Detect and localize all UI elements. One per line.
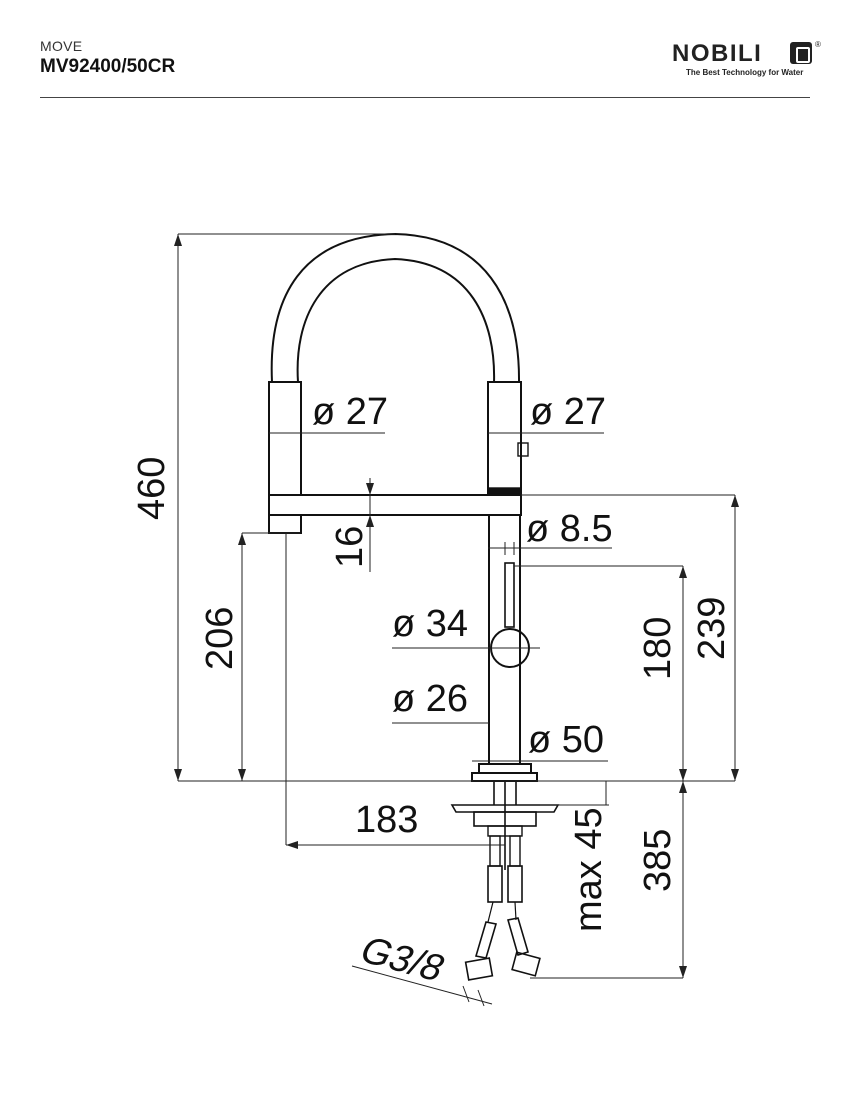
dim-base-diameter: ø 50 bbox=[528, 719, 604, 761]
dim-spout-height: 206 bbox=[199, 607, 241, 670]
arrow-16-bottom bbox=[366, 515, 374, 527]
arrow-385-top bbox=[679, 781, 687, 793]
gooseneck-outer bbox=[270, 232, 521, 384]
dim-body-total-height: 239 bbox=[691, 597, 733, 660]
right-button bbox=[517, 442, 529, 457]
arrow-206-top bbox=[238, 533, 246, 545]
dim-body-diameter: ø 26 bbox=[392, 678, 468, 720]
hose-end-left bbox=[474, 921, 498, 959]
dim-knob-diameter: ø 34 bbox=[392, 603, 468, 645]
header-divider bbox=[40, 97, 810, 98]
arrow-180-bottom bbox=[679, 769, 687, 781]
arrow-183-left bbox=[286, 841, 298, 849]
hose-end-right bbox=[506, 917, 529, 956]
arrow-460-top bbox=[174, 234, 182, 246]
dim-handle-left: ø 27 bbox=[312, 391, 388, 433]
brand-tagline: The Best Technology for Water bbox=[686, 68, 804, 77]
arrow-180-top bbox=[679, 566, 687, 578]
right-handle-band bbox=[487, 487, 522, 495]
arrow-239-bottom bbox=[731, 769, 739, 781]
fixing-washer bbox=[450, 804, 560, 813]
spray-head bbox=[268, 381, 302, 496]
product-model: MV92400/50CR bbox=[40, 56, 176, 77]
registered-mark: ® bbox=[815, 40, 821, 49]
dim-handle-right: ø 27 bbox=[530, 391, 606, 433]
base-plate bbox=[471, 772, 538, 782]
dim-reach: 183 bbox=[355, 799, 418, 841]
dim-thread: G3/8 bbox=[353, 929, 452, 989]
hose-nut-right bbox=[511, 951, 541, 977]
arrow-206-bottom bbox=[238, 769, 246, 781]
dim-lever-diameter: ø 8.5 bbox=[526, 508, 613, 550]
header: MOVE MV92400/50CR bbox=[40, 38, 175, 78]
arrow-460-bottom bbox=[174, 769, 182, 781]
arrow-239-top bbox=[731, 495, 739, 507]
spout-bar bbox=[268, 494, 522, 516]
arrow-16-top bbox=[366, 483, 374, 495]
base-ring bbox=[478, 763, 532, 774]
dim-deck-thickness: max 45 bbox=[568, 807, 610, 932]
brand-logo: NOBILI ® The Best Technology for Water bbox=[672, 40, 822, 82]
dim-body-height: 180 bbox=[637, 617, 679, 680]
hose-nut-left bbox=[464, 957, 494, 981]
brand-name: NOBILI bbox=[672, 40, 763, 67]
dim-total-height: 460 bbox=[131, 457, 173, 520]
spout-tip bbox=[268, 514, 302, 534]
lever bbox=[504, 562, 515, 628]
arrow-385-bottom bbox=[679, 966, 687, 978]
dim-hose-length: 385 bbox=[637, 829, 679, 892]
right-handle bbox=[487, 381, 522, 496]
product-series: MOVE bbox=[40, 38, 83, 54]
dim-spout-thickness: 16 bbox=[329, 526, 371, 568]
gooseneck-inner bbox=[296, 257, 496, 384]
brand-mark-icon bbox=[790, 42, 812, 64]
